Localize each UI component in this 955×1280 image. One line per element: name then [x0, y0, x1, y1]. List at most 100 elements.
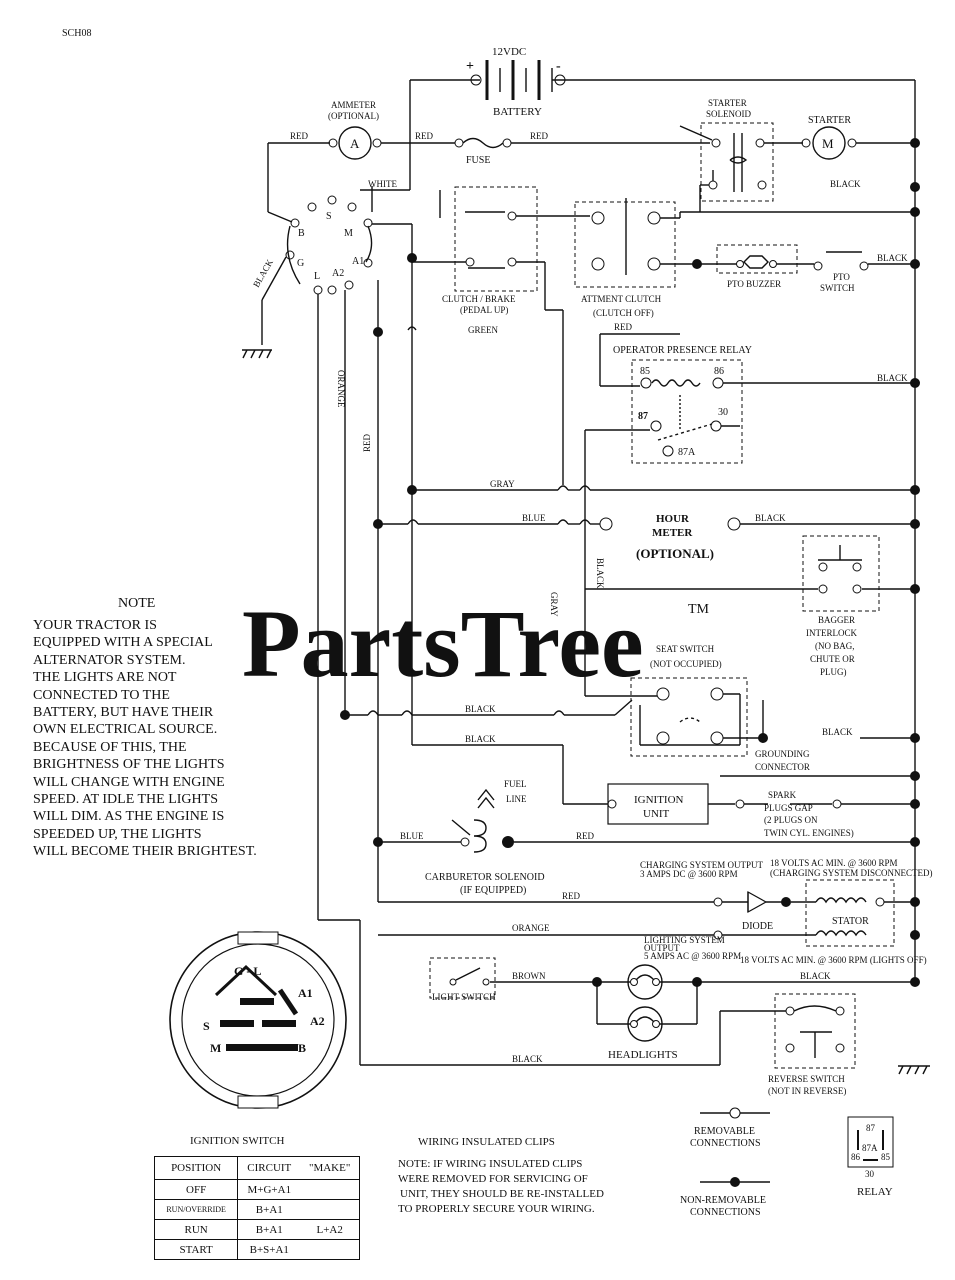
table-header: CIRCUIT	[237, 1156, 301, 1180]
switch-face-a1: A1	[298, 986, 313, 1000]
battery-voltage: 12VDC	[492, 46, 526, 58]
seat-switch-label-1: SEAT SWITCH	[656, 644, 715, 654]
grounding-label-1: GROUNDING	[755, 749, 810, 759]
removable-label-2: CONNECTIONS	[690, 1138, 761, 1149]
hour-meter-label-3: (OPTIONAL)	[636, 546, 714, 561]
ignition-switch-label: IGNITION SWITCH	[190, 1135, 284, 1147]
carb-label-2: (IF EQUIPPED)	[460, 885, 526, 896]
wire-label-orange: ORANGE	[512, 923, 550, 933]
carb-label-1: CARBURETOR SOLENOID	[425, 872, 545, 883]
attment-clutch-label-2: (CLUTCH OFF)	[593, 308, 654, 318]
pin-87: 87	[638, 411, 648, 422]
starter-solenoid-label-1: STARTER	[708, 98, 747, 108]
battery-minus: -	[556, 59, 561, 74]
seat-switch-label-2: (NOT OCCUPIED)	[650, 659, 722, 669]
charging-label-1: CHARGING SYSTEM OUTPUT	[640, 860, 764, 870]
fuel-line-label-2: LINE	[506, 794, 527, 804]
wire-label-red: RED	[614, 322, 633, 332]
seat-switch: SEAT SWITCH (NOT OCCUPIED) GROUNDING CON…	[585, 644, 915, 772]
switch-face-gl: G - L	[234, 964, 261, 978]
pin-30: 30	[718, 407, 728, 418]
pto-switch-label-1: PTO	[833, 272, 850, 282]
wire-label-red: RED	[530, 131, 549, 141]
table-row: START B+S+A1	[153, 1239, 361, 1260]
hour-meter-label-1: HOUR	[656, 513, 690, 525]
ground-bus-nodes	[700, 138, 920, 987]
clips-note-line2: WERE REMOVED FOR SERVICING OF	[398, 1173, 588, 1185]
switch-face-a2: A2	[310, 1014, 325, 1028]
wire-label-black: BLACK	[755, 513, 786, 523]
reverse-label-2: (NOT IN REVERSE)	[768, 1086, 846, 1096]
battery-label: BATTERY	[493, 106, 542, 118]
watermark-tm: TM	[688, 602, 710, 617]
nonremovable-label-1: NON-REMOVABLE	[680, 1195, 766, 1206]
pto-switch-label-2: SWITCH	[820, 283, 855, 293]
ignition-unit-label-1: IGNITION	[634, 794, 684, 806]
spark-label-1: SPARK	[768, 790, 797, 800]
wire-label-black: BLACK	[512, 1054, 543, 1064]
ignition-circuit-table: POSITION CIRCUIT "MAKE" OFF M+G+A1 RUN/O…	[153, 1156, 361, 1260]
wiring-clips-title: WIRING INSULATED CLIPS	[418, 1136, 555, 1148]
bagger-label-1: BAGGER	[818, 615, 855, 625]
bagger-label-4: CHUTE OR	[810, 654, 855, 664]
spark-label-2: PLUGS GAP	[764, 803, 813, 813]
wire-label-brown: BROWN	[512, 971, 546, 981]
table-row: RUN/OVERRIDE B+A1	[153, 1199, 361, 1220]
wire-label-orange: ORANGE	[336, 370, 346, 408]
table-cell	[300, 1179, 361, 1200]
fuel-line-label-1: FUEL	[504, 779, 527, 789]
clips-note-line3: UNIT, THEY SHOULD BE RE-INSTALLED	[400, 1188, 604, 1200]
lighting-volts-label: 18 VOLTS AC MIN. @ 3600 RPM (LIGHTS OFF)	[740, 955, 927, 965]
lighting-label-1: LIGHTING SYSTEM	[644, 935, 725, 945]
relay-legend-label: RELAY	[857, 1186, 893, 1198]
wire-label-black: BLACK	[877, 253, 908, 263]
wire-crossover	[407, 326, 417, 331]
relay-pin-86: 86	[851, 1152, 861, 1162]
relay-pin-87a: 87A	[862, 1143, 878, 1153]
spark-label-4: TWIN CYL. ENGINES)	[764, 828, 854, 838]
wire-label-red: RED	[562, 891, 581, 901]
battery-plus: +	[466, 59, 474, 74]
node	[373, 327, 383, 337]
table-cell: B+S+A1	[237, 1239, 301, 1260]
table-cell: RUN	[153, 1219, 239, 1240]
clutch-brake-label-1: CLUTCH / BRAKE	[442, 294, 516, 304]
terminal-m: M	[344, 228, 353, 239]
diode-label: DIODE	[742, 921, 773, 932]
reverse-label-1: REVERSE SWITCH	[768, 1074, 845, 1084]
wire-label-black: BLACK	[822, 727, 853, 737]
wire-label-green: GREEN	[468, 325, 498, 335]
stator-volts-label-2: (CHARGING SYSTEM DISCONNECTED)	[770, 868, 933, 878]
wire-label-black: BLACK	[465, 704, 496, 714]
fuse-label: FUSE	[466, 155, 490, 166]
wire-label-red: RED	[415, 131, 434, 141]
light-switch-label: LIGHT SWITCH	[432, 992, 496, 1002]
ammeter-letter: A	[350, 136, 360, 151]
ignition-unit-label-2: UNIT	[643, 808, 670, 820]
wire-label-blue: BLUE	[400, 831, 424, 841]
table-header-row: POSITION CIRCUIT "MAKE"	[153, 1156, 361, 1180]
table-cell: B+A1	[237, 1219, 301, 1240]
lighting-label-2: OUTPUT	[644, 943, 680, 953]
terminal-g: G	[297, 258, 304, 269]
table-header: "MAKE"	[300, 1156, 361, 1180]
table-cell: OFF	[153, 1179, 239, 1200]
starter-solenoid: STARTER SOLENOID	[679, 98, 803, 212]
node	[407, 253, 417, 263]
battery: + - 12VDC BATTERY	[409, 46, 915, 143]
ammeter-optional: (OPTIONAL)	[328, 111, 379, 121]
charging-label-2: 3 AMPS DC @ 3600 RPM	[640, 869, 738, 879]
starter-solenoid-label-2: SOLENOID	[706, 109, 751, 119]
gray-bus: GRAY	[412, 309, 915, 491]
switch-face-s: S	[203, 1019, 210, 1033]
legend: WIRING INSULATED CLIPS NOTE: IF WIRING I…	[398, 1107, 894, 1218]
table-cell: L+A2	[300, 1219, 361, 1240]
charging-system: CHARGING SYSTEM OUTPUT 3 AMPS DC @ 3600 …	[377, 858, 933, 965]
terminal-a1: A1	[352, 256, 364, 267]
switch-face-m: M	[210, 1041, 221, 1055]
starter-label: STARTER	[808, 115, 851, 126]
bagger-label-3: (NO BAG,	[815, 641, 855, 651]
pin-87a: 87A	[678, 447, 696, 458]
wire-label-black: BLACK	[830, 179, 861, 189]
